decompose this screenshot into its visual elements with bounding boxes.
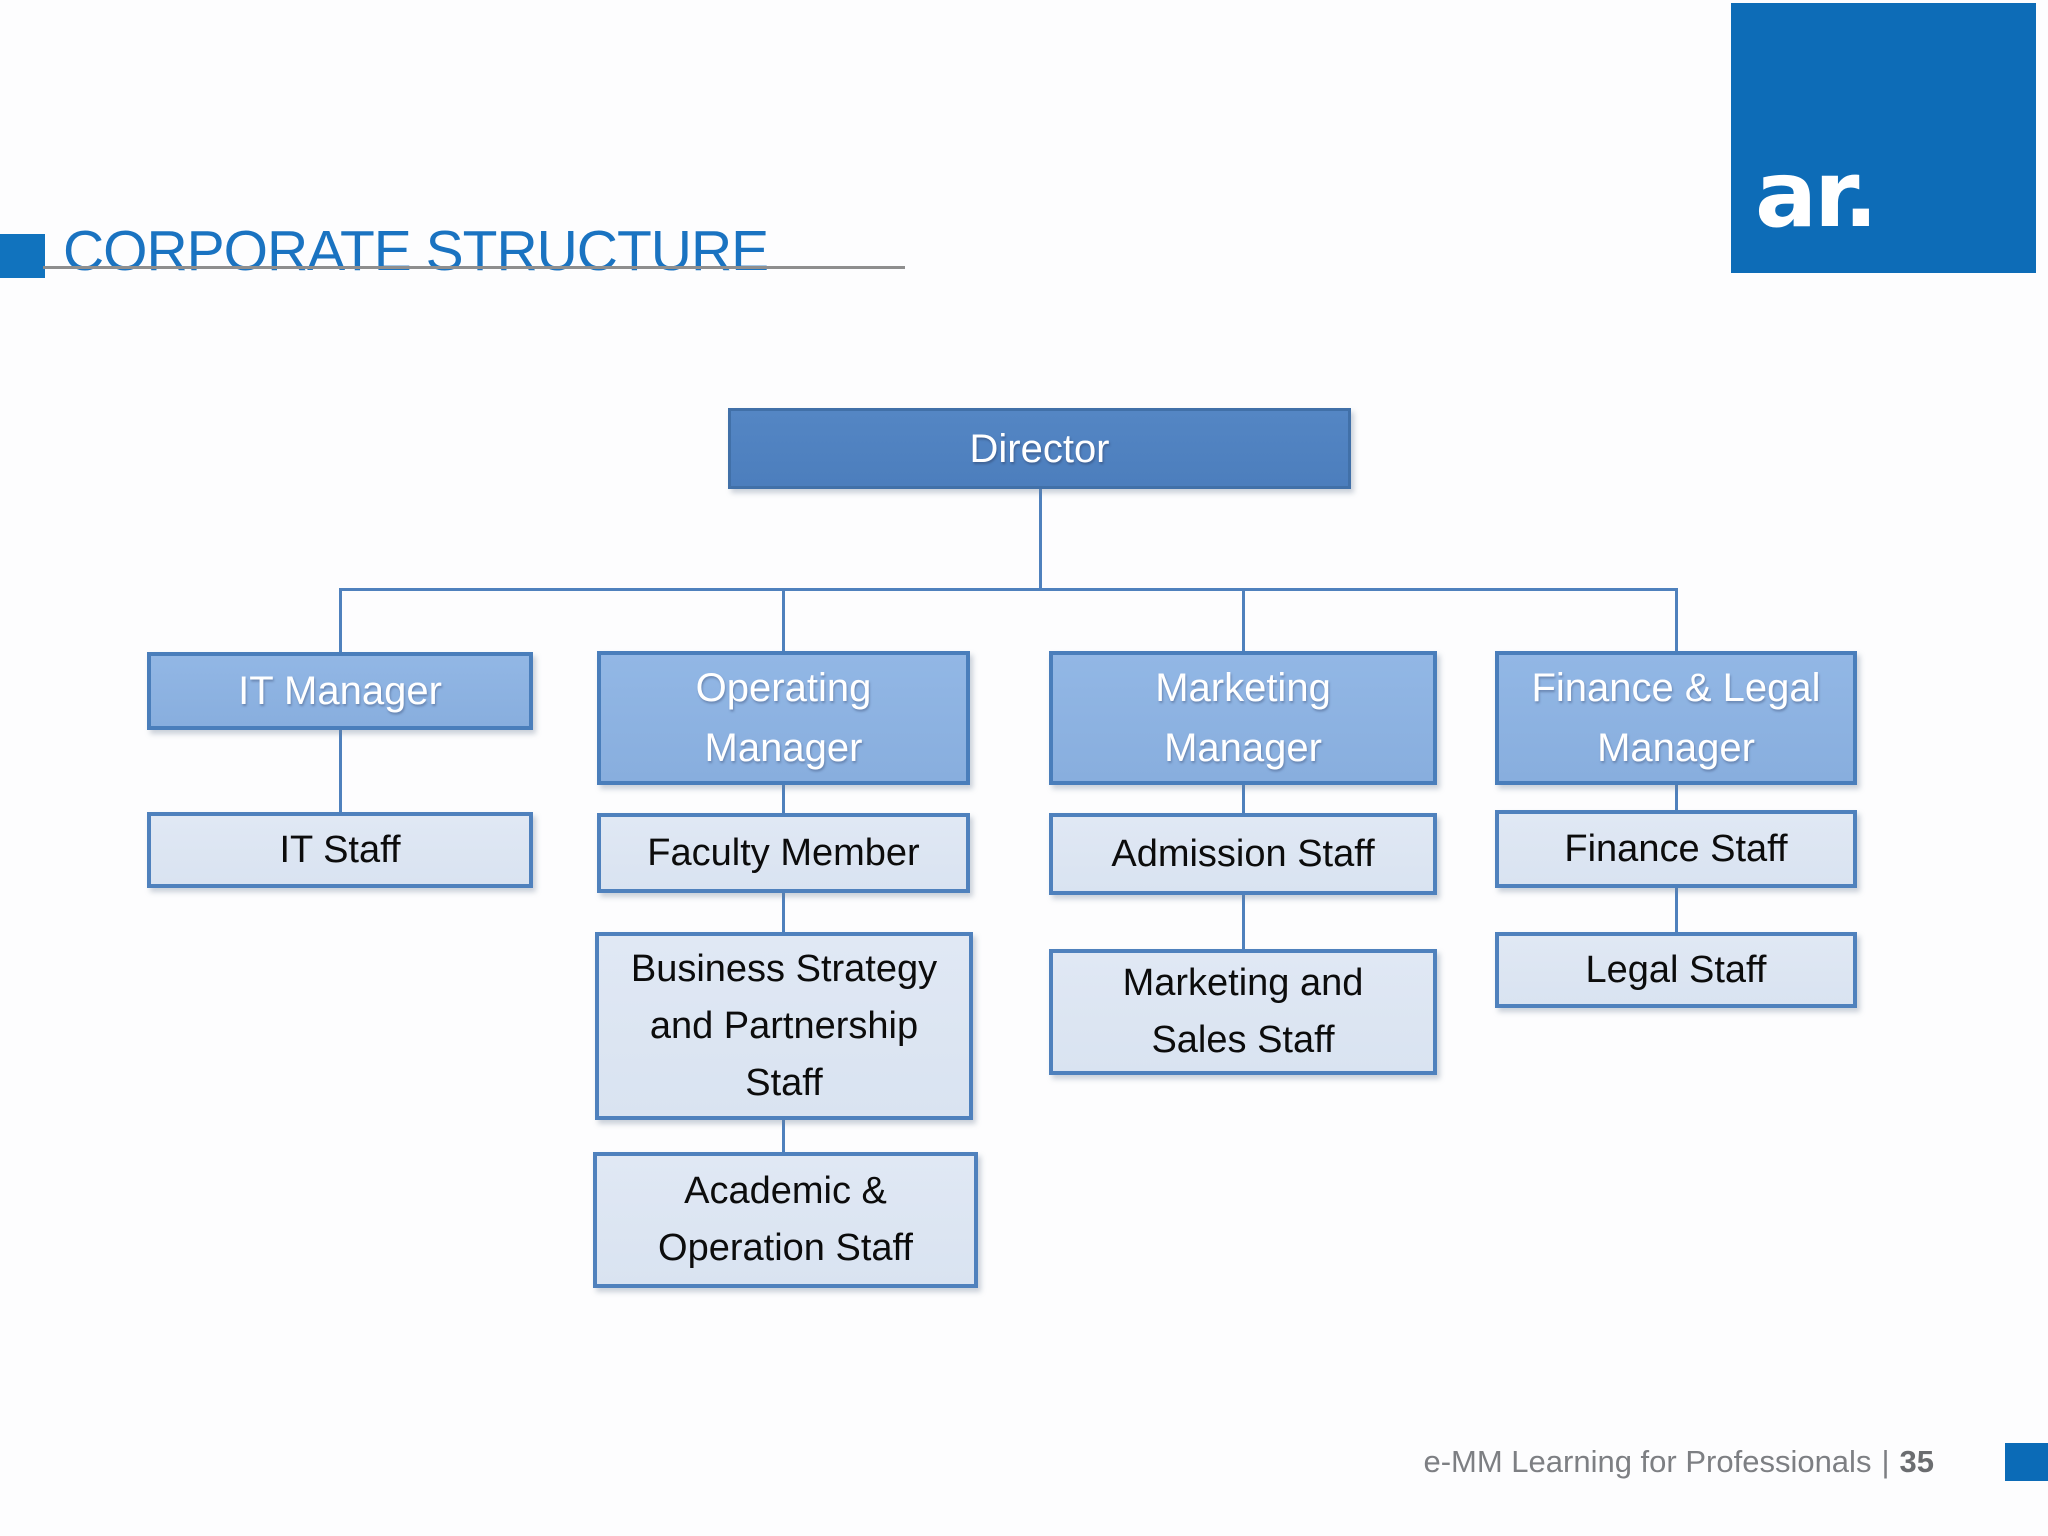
- org-node-business-strategy-staff: Business Strategy and Partnership Staff: [595, 932, 973, 1120]
- connector-director-stub: [1039, 489, 1042, 589]
- connector-business-strategy-academic: [782, 1120, 785, 1152]
- title-accent-square: [0, 234, 45, 278]
- connector-admission-marketing-sales: [1242, 895, 1245, 949]
- connector-branch-horizontal: [339, 588, 1678, 591]
- connector-stub-marketing-manager: [1242, 588, 1245, 651]
- org-node-it-staff: IT Staff: [147, 812, 533, 888]
- connector-finance-staff-legal-staff: [1675, 888, 1678, 932]
- org-node-admission-staff: Admission Staff: [1049, 813, 1437, 895]
- footer-text: e-MM Learning for Professionals: [1423, 1444, 1872, 1479]
- footer-page-number: 35: [1899, 1444, 1934, 1479]
- brand-logo-text: ar.: [1755, 141, 1878, 248]
- title-underline: [43, 266, 905, 269]
- connector-marketing-manager-admission: [1242, 785, 1245, 813]
- connector-it-manager-it-staff: [339, 730, 342, 812]
- org-node-marketing-manager: Marketing Manager: [1049, 651, 1437, 785]
- brand-logo: ar.: [1731, 3, 2036, 273]
- connector-finance-manager-finance-staff: [1675, 785, 1678, 810]
- page-title: CORPORATE STRUCTURE: [63, 219, 769, 284]
- org-node-academic-operation-staff: Academic & Operation Staff: [593, 1152, 978, 1288]
- connector-stub-finance-legal-manager: [1675, 588, 1678, 651]
- org-node-director: Director: [728, 408, 1351, 489]
- connector-operating-manager-faculty: [782, 785, 785, 813]
- footer-accent-square: [2005, 1443, 2048, 1481]
- org-node-finance-legal-manager: Finance & Legal Manager: [1495, 651, 1857, 785]
- org-node-faculty-member: Faculty Member: [597, 813, 970, 893]
- org-node-operating-manager: Operating Manager: [597, 651, 970, 785]
- connector-stub-operating-manager: [782, 588, 785, 651]
- footer-separator: |: [1881, 1444, 1890, 1479]
- org-node-legal-staff: Legal Staff: [1495, 932, 1857, 1008]
- connector-stub-it-manager: [339, 588, 342, 652]
- org-node-it-manager: IT Manager: [147, 652, 533, 730]
- connector-faculty-business-strategy: [782, 893, 785, 932]
- org-node-marketing-sales-staff: Marketing and Sales Staff: [1049, 949, 1437, 1075]
- footer: e-MM Learning for Professionals | 35: [1423, 1444, 1934, 1480]
- org-node-finance-staff: Finance Staff: [1495, 810, 1857, 888]
